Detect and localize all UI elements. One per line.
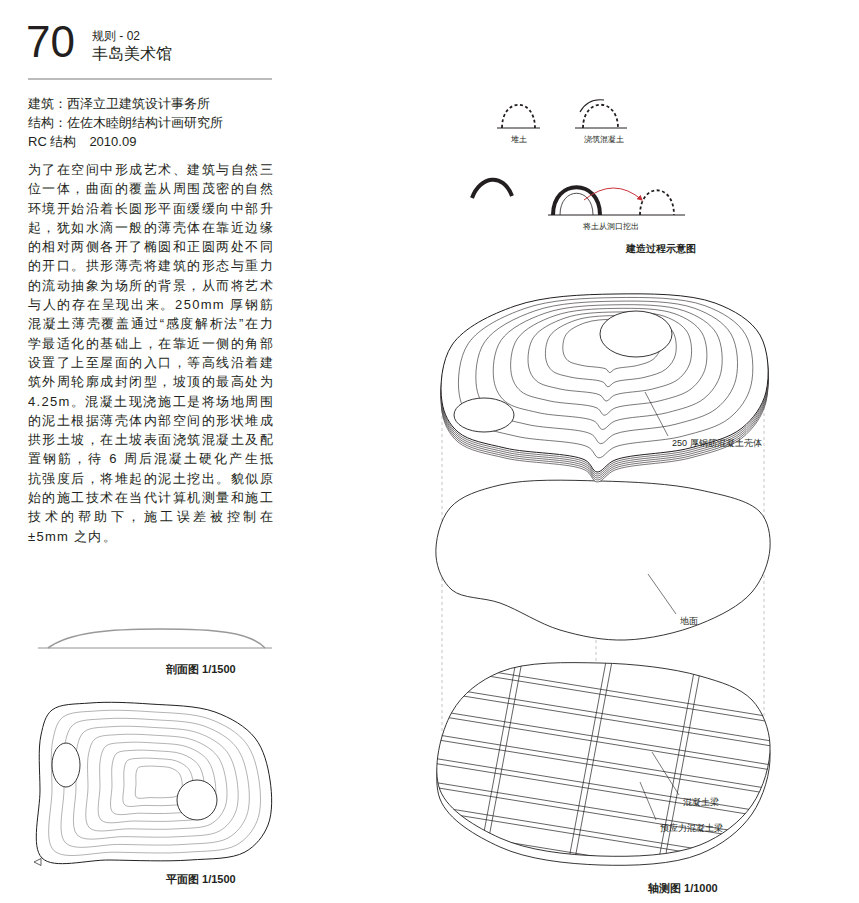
header-rule [28, 79, 272, 80]
category: 规则 - 02 [92, 29, 140, 43]
page-number: 70 [26, 16, 75, 69]
description: 为了在空间中形成艺术、建筑与自然三位一体，曲面的覆盖从周围茂密的自然环境开始沿着… [28, 160, 274, 546]
part-label: 地面 [680, 616, 698, 627]
structure-date: RC 结构 2010.09 [28, 134, 136, 150]
page-title: 丰岛美术馆 [92, 44, 172, 63]
step-label: 浇筑混凝土 [584, 135, 624, 145]
drawing-caption: 平面图 1/1500 [166, 873, 236, 886]
process-sketch [472, 100, 685, 215]
leader-lines [640, 392, 679, 820]
step-label: 堆土 [511, 135, 527, 145]
structure-credit: 结构：佐佐木睦朗结构计画研究所 [28, 115, 223, 131]
drawing-caption: 建造过程示意图 [626, 243, 696, 255]
drawing-caption: 剖面图 1/1500 [166, 663, 236, 676]
section-drawing [38, 629, 272, 648]
part-label: 混凝土梁 [683, 797, 719, 808]
step-label: 将土从洞口挖出 [583, 222, 639, 232]
part-label: 预应力混凝土梁 [660, 823, 723, 834]
architect-credit: 建筑：西泽立卫建筑设计事务所 [28, 96, 210, 112]
drawing-caption: 轴测图 1/1000 [648, 882, 718, 895]
axonometric-drawing [420, 294, 790, 893]
plan-drawing [34, 702, 272, 865]
part-label: 250 厚钢筋混凝土壳体 [672, 438, 762, 449]
